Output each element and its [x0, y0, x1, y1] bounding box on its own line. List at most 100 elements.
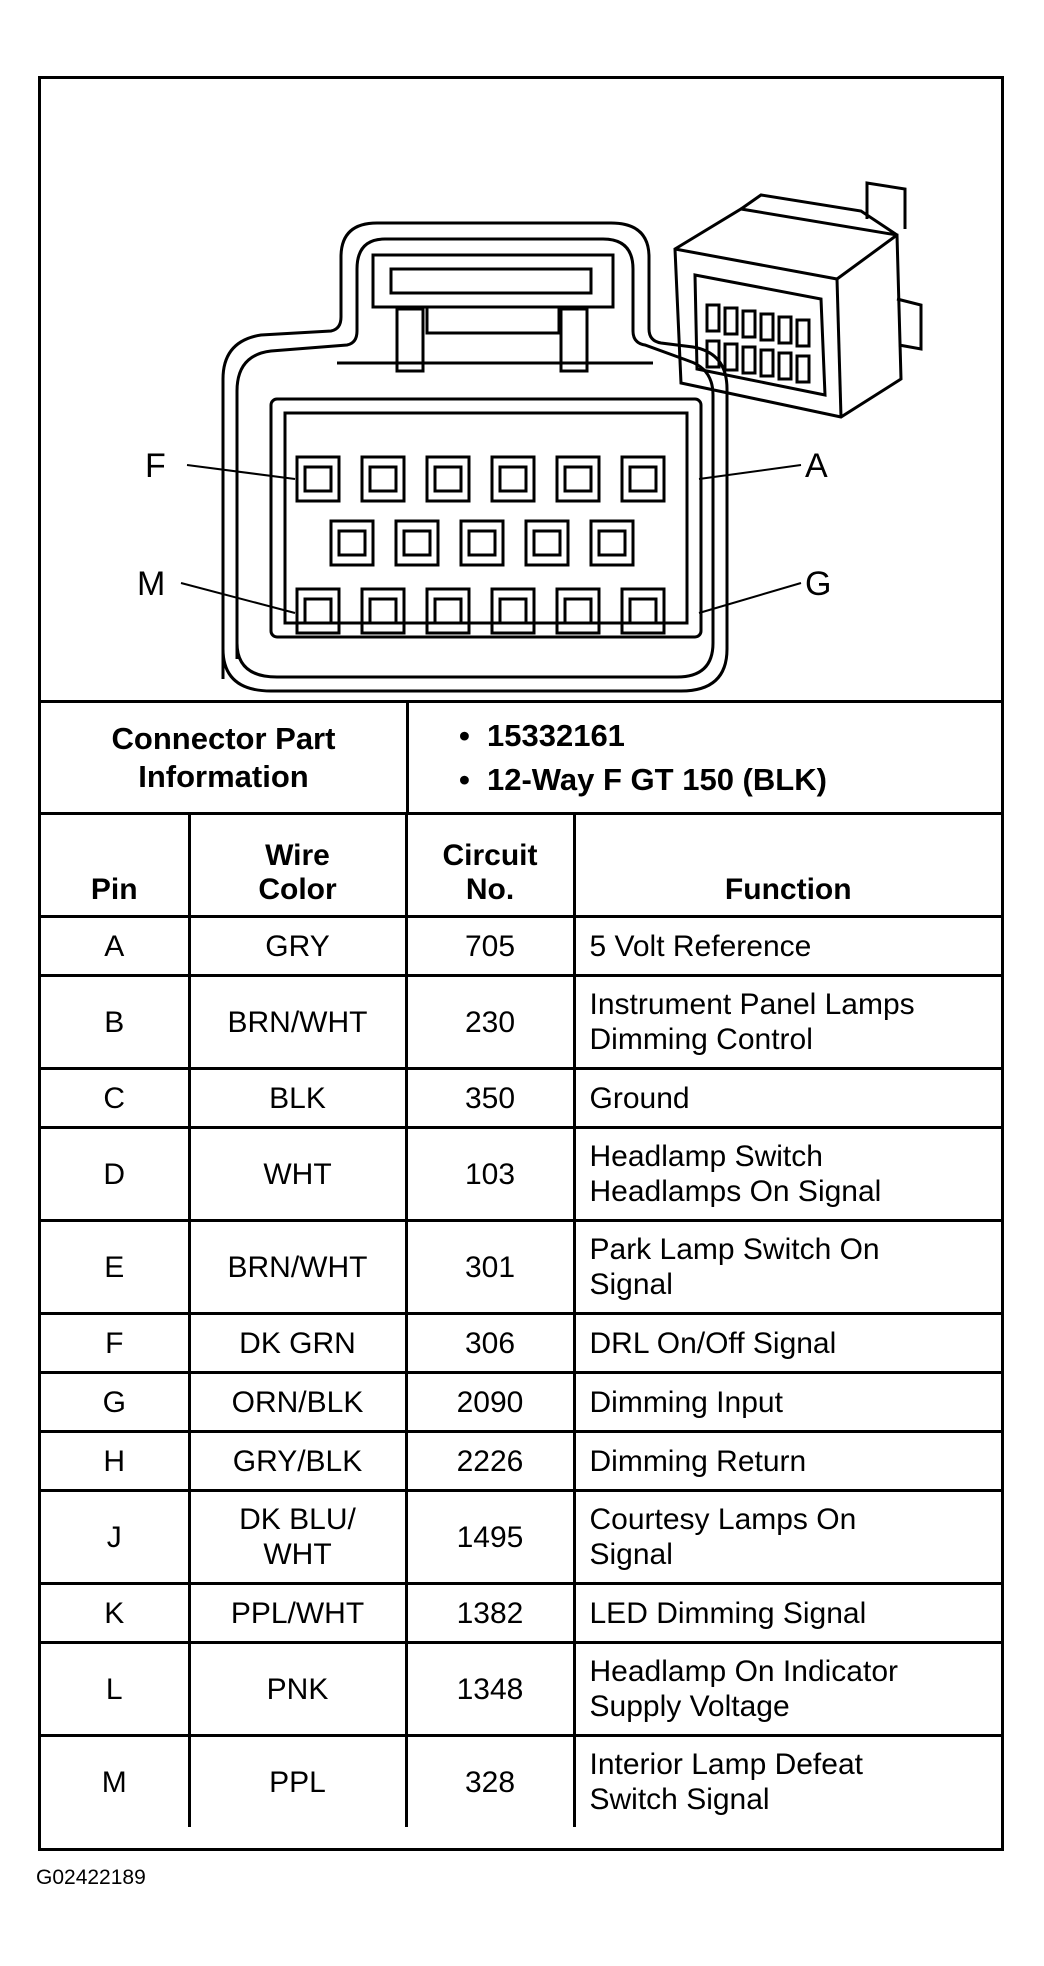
thumbnail-slot: [759, 312, 775, 342]
cell-circuit-no: 2226: [404, 1430, 576, 1492]
cell-function: Dimming Return: [572, 1430, 1001, 1492]
table-header-row: Pin Wire Color Circuit No. Function: [41, 815, 1001, 918]
cell-function: Instrument Panel Lamps Dimming Control: [572, 974, 1001, 1070]
cell-pin: F: [41, 1312, 191, 1374]
cell-function: Courtesy Lamps On Signal: [572, 1489, 1001, 1585]
cell-function: Headlamp Switch Headlamps On Signal: [572, 1126, 1001, 1222]
pin-cavity-bottom-3-contact: [433, 597, 463, 625]
cell-function: Park Lamp Switch On Signal: [572, 1219, 1001, 1315]
cell-wire-color: PPL: [187, 1734, 408, 1827]
cell-circuit-no: 1348: [404, 1641, 576, 1737]
pin-cavity-bottom-2-contact: [368, 597, 398, 625]
cell-circuit-no: 230: [404, 974, 576, 1070]
cell-function: DRL On/Off Signal: [572, 1312, 1001, 1374]
pin-cavity-top-5: [555, 455, 601, 503]
pin-cavity-top-1: [295, 455, 341, 503]
cell-function: Interior Lamp Defeat Switch Signal: [572, 1734, 1001, 1827]
callout-label-g: G: [805, 565, 831, 603]
thumbnail-slot: [723, 342, 739, 372]
pin-cavity-bottom-1-contact: [303, 597, 333, 625]
pin-cavity-bottom-2: [360, 587, 406, 635]
cell-circuit-no: 103: [404, 1126, 576, 1222]
pin-cavity-middle-4-contact: [532, 529, 562, 557]
cell-function: 5 Volt Reference: [572, 915, 1001, 977]
cell-function: LED Dimming Signal: [572, 1582, 1001, 1644]
connector-isometric-thumbnail: [673, 181, 923, 419]
cell-circuit-no: 1495: [404, 1489, 576, 1585]
pin-cavity-bottom-5: [555, 587, 601, 635]
pin-cavity-middle-1: [329, 519, 375, 567]
cell-circuit-no: 328: [404, 1734, 576, 1827]
pin-cavity-middle-5: [589, 519, 635, 567]
pin-cavity-top-4: [490, 455, 536, 503]
thumbnail-slot: [777, 315, 793, 345]
connector-chart-frame: F A M G Connector Part Information • 1533…: [38, 76, 1004, 1851]
connector-drawing: F A M G: [137, 181, 923, 693]
pin-cavity-bottom-1: [295, 587, 341, 635]
thumbnail-slot: [741, 345, 757, 375]
cell-pin: H: [41, 1430, 191, 1492]
cell-pin: E: [41, 1219, 191, 1315]
pin-cavity-middle-2: [394, 519, 440, 567]
cell-wire-color: BRN/WHT: [187, 974, 408, 1070]
thumbnail-slot: [705, 339, 721, 369]
thumbnail-slot: [705, 303, 721, 333]
thumbnail-slot: [777, 351, 793, 381]
pin-cavity-top-5-contact: [563, 465, 593, 493]
bullet-icon: •: [459, 761, 470, 797]
pin-callout-lines: [180, 464, 802, 614]
cell-wire-color: WHT: [187, 1126, 408, 1222]
cell-wire-color: ORN/BLK: [187, 1371, 408, 1433]
cell-pin: C: [41, 1067, 191, 1129]
header-function: Function: [572, 815, 1001, 918]
pin-cavity-bottom-5-contact: [563, 597, 593, 625]
cell-pin: J: [41, 1489, 191, 1585]
pin-cavity-bottom-4: [490, 587, 536, 635]
pin-cavity-bottom-4-contact: [498, 597, 528, 625]
pin-cavity-middle-3-contact: [467, 529, 497, 557]
header-pin: Pin: [41, 815, 191, 918]
thumbnail-slot: [795, 318, 811, 348]
cell-pin: G: [41, 1371, 191, 1433]
pin-cavity-middle-3: [459, 519, 505, 567]
thumbnail-slot: [759, 348, 775, 378]
pin-cavity-top-6-contact: [628, 465, 658, 493]
part-number: 15332161: [487, 717, 625, 753]
pin-cavity-top-2-contact: [368, 465, 398, 493]
cell-pin: K: [41, 1582, 191, 1644]
thumbnail-slot: [741, 309, 757, 339]
pin-cavity-top-2: [360, 455, 406, 503]
figure-id: G02422189: [36, 1866, 146, 1889]
pin-cavity-middle-1-contact: [337, 529, 367, 557]
header-circuit-no: Circuit No.: [404, 815, 576, 918]
bullet-icon: •: [459, 717, 470, 753]
pin-cavity-top-3-contact: [433, 465, 463, 493]
thumbnail-slot: [795, 354, 811, 384]
cell-circuit-no: 306: [404, 1312, 576, 1374]
connector-part-information-label: Connector Part Information: [41, 703, 409, 812]
callout-label-m: M: [137, 565, 165, 603]
cell-wire-color: PPL/WHT: [187, 1582, 408, 1644]
cell-circuit-no: 705: [404, 915, 576, 977]
cell-wire-color: PNK: [187, 1641, 408, 1737]
pin-cavity-bottom-6-contact: [628, 597, 658, 625]
pin-cavity-top-1-contact: [303, 465, 333, 493]
cell-wire-color: GRY/BLK: [187, 1430, 408, 1492]
connector-housing: [221, 221, 729, 693]
cell-circuit-no: 1382: [404, 1582, 576, 1644]
thumbnail-slot: [723, 306, 739, 336]
part-number-item: • 15332161: [459, 714, 1001, 758]
connector-face-diagram: F A M G: [41, 79, 1001, 703]
cell-wire-color: DK BLU/ WHT: [187, 1489, 408, 1585]
cell-function: Ground: [572, 1067, 1001, 1129]
cell-function: Headlamp On Indicator Supply Voltage: [572, 1641, 1001, 1737]
